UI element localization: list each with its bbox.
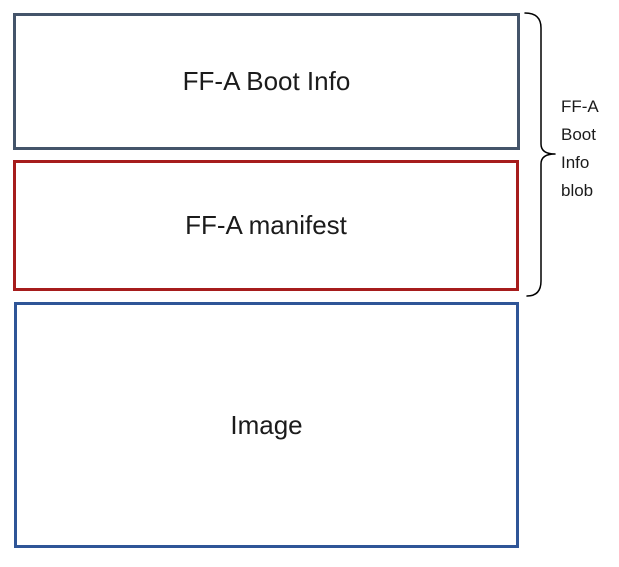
brace-label: FF-A Boot Info blob: [561, 93, 619, 205]
brace-label-line: Boot: [561, 125, 596, 144]
image-label: Image: [230, 409, 303, 440]
right-brace-path: [524, 12, 556, 297]
image-box: Image: [14, 302, 519, 548]
brace-label-line: FF-A: [561, 97, 599, 116]
ffa-manifest-label: FF-A manifest: [185, 210, 347, 240]
ffa-boot-info-label: FF-A Boot Info: [182, 66, 351, 96]
ffa-boot-info-box: FF-A Boot Info: [13, 13, 520, 150]
brace-label-line: blob: [561, 181, 594, 200]
brace-label-line: Info: [561, 153, 590, 172]
ffa-manifest-box: FF-A manifest: [13, 160, 519, 291]
right-brace-icon: [524, 12, 556, 297]
